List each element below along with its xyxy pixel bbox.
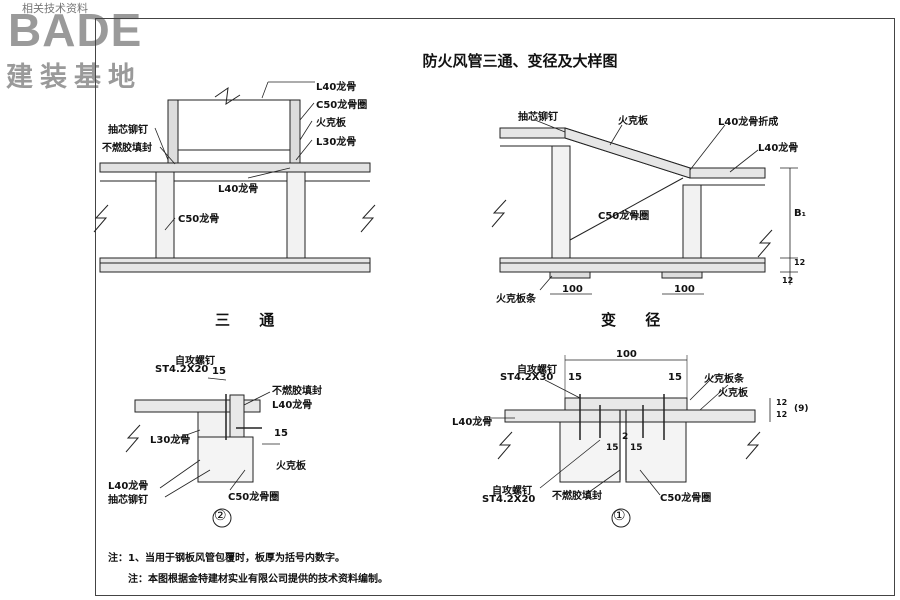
reducer-label-l40: L40龙骨 [758, 143, 799, 154]
detail1-dim-12b: 12 [776, 410, 788, 419]
detail1-dim-100: 100 [616, 349, 637, 360]
detail2-number: ② [214, 508, 227, 524]
detail2-label-l40-bottom: L40龙骨 [108, 481, 149, 492]
detail2-label-screw-spec: ST4.2X20 [155, 364, 209, 375]
tee-drawing [93, 81, 376, 273]
detail2-label-screw: 自攻螺钉 [175, 356, 215, 367]
detail1-dim-2: 2 [622, 432, 629, 442]
reducer-label-strip: 火克板条 [496, 294, 536, 305]
reducer-caption: 变 径 [601, 311, 673, 329]
note-2: 注：本图根据金特建材实业有限公司提供的技术资料编制。 [128, 574, 388, 585]
reducer-label-c50-ring: C50龙骨圈 [598, 211, 650, 222]
reducer-dim-left: 100 [562, 284, 583, 295]
reducer-label-l40-fold: L40龙骨折成 [718, 117, 779, 128]
reducer-label-rivet: 抽芯铆钉 [518, 112, 558, 123]
detail1-label-strip: 火克板条 [704, 374, 744, 385]
detail2-dim-15: 15 [212, 366, 226, 377]
tee-label-c50: C50龙骨 [178, 214, 220, 225]
drawing-title: 防火风管三通、变径及大样图 [422, 52, 618, 70]
reducer-label-fire-board: 火克板 [618, 116, 648, 127]
tee-label-l40-top: L40龙骨 [316, 82, 357, 93]
detail1-label-seal: 不燃胶填封 [552, 491, 602, 502]
logo: BADE [8, 4, 143, 56]
detail1-number: ① [613, 508, 626, 524]
detail1-dim-12a: 12 [776, 398, 788, 407]
reducer-dim-12a: 12 [794, 258, 806, 267]
reducer-dim-right: 100 [674, 284, 695, 295]
reducer-dim-12b: 12 [782, 276, 794, 285]
detail1-dim-15b: 15 [668, 372, 682, 383]
reducer-dim-b1: B₁ [794, 208, 807, 219]
detail2-label-l30: L30龙骨 [150, 435, 191, 446]
detail2-label-l40: L40龙骨 [272, 400, 313, 411]
detail1-dim-15a: 15 [568, 372, 582, 383]
detail2-label-fire-board: 火克板 [276, 461, 306, 472]
detail2-label-seal: 不燃胶填封 [272, 386, 322, 397]
detail1-label-c50-ring: C50龙骨圈 [660, 493, 712, 504]
detail2-label-rivet: 抽芯铆钉 [108, 495, 148, 506]
watermark-text: 相关技术资料 [22, 2, 88, 15]
detail1-label-screw-spec: ST4.2X30 [500, 372, 554, 383]
tee-label-rivet: 抽芯铆钉 [108, 125, 148, 136]
tee-caption: 三 通 [215, 311, 287, 329]
detail1-dim-9: (9) [794, 404, 809, 414]
logo-subtitle: 建装基地 [6, 62, 142, 93]
detail1-dim-15d: 15 [630, 443, 643, 453]
tee-label-c50-ring: C50龙骨圈 [316, 100, 368, 111]
detail2-label-c50-ring: C50龙骨圈 [228, 492, 280, 503]
detail-2-drawing [125, 377, 280, 528]
drawing-frame [95, 18, 895, 596]
detail2-dim-15b: 15 [274, 428, 288, 439]
detail1-label-screw: 自攻螺钉 [517, 365, 557, 376]
detail1-label-fire-board: 火克板 [718, 388, 748, 399]
reducer-drawing [491, 119, 798, 295]
detail-1-drawing [490, 355, 771, 528]
detail1-dim-15c: 15 [606, 443, 619, 453]
detail1-label-l40: L40龙骨 [452, 417, 493, 428]
detail1-label-screw2-spec: ST4.2X20 [482, 494, 536, 505]
tee-label-seal: 不燃胶填封 [102, 143, 152, 154]
note-1: 注：1、当用于钢板风管包覆时，板厚为括号内数字。 [108, 553, 345, 564]
tee-label-l40-mid: L40龙骨 [218, 184, 259, 195]
tee-label-l30: L30龙骨 [316, 137, 357, 148]
detail1-label-screw2: 自攻螺钉 [492, 486, 532, 497]
tee-label-fire-board: 火克板 [316, 118, 346, 129]
